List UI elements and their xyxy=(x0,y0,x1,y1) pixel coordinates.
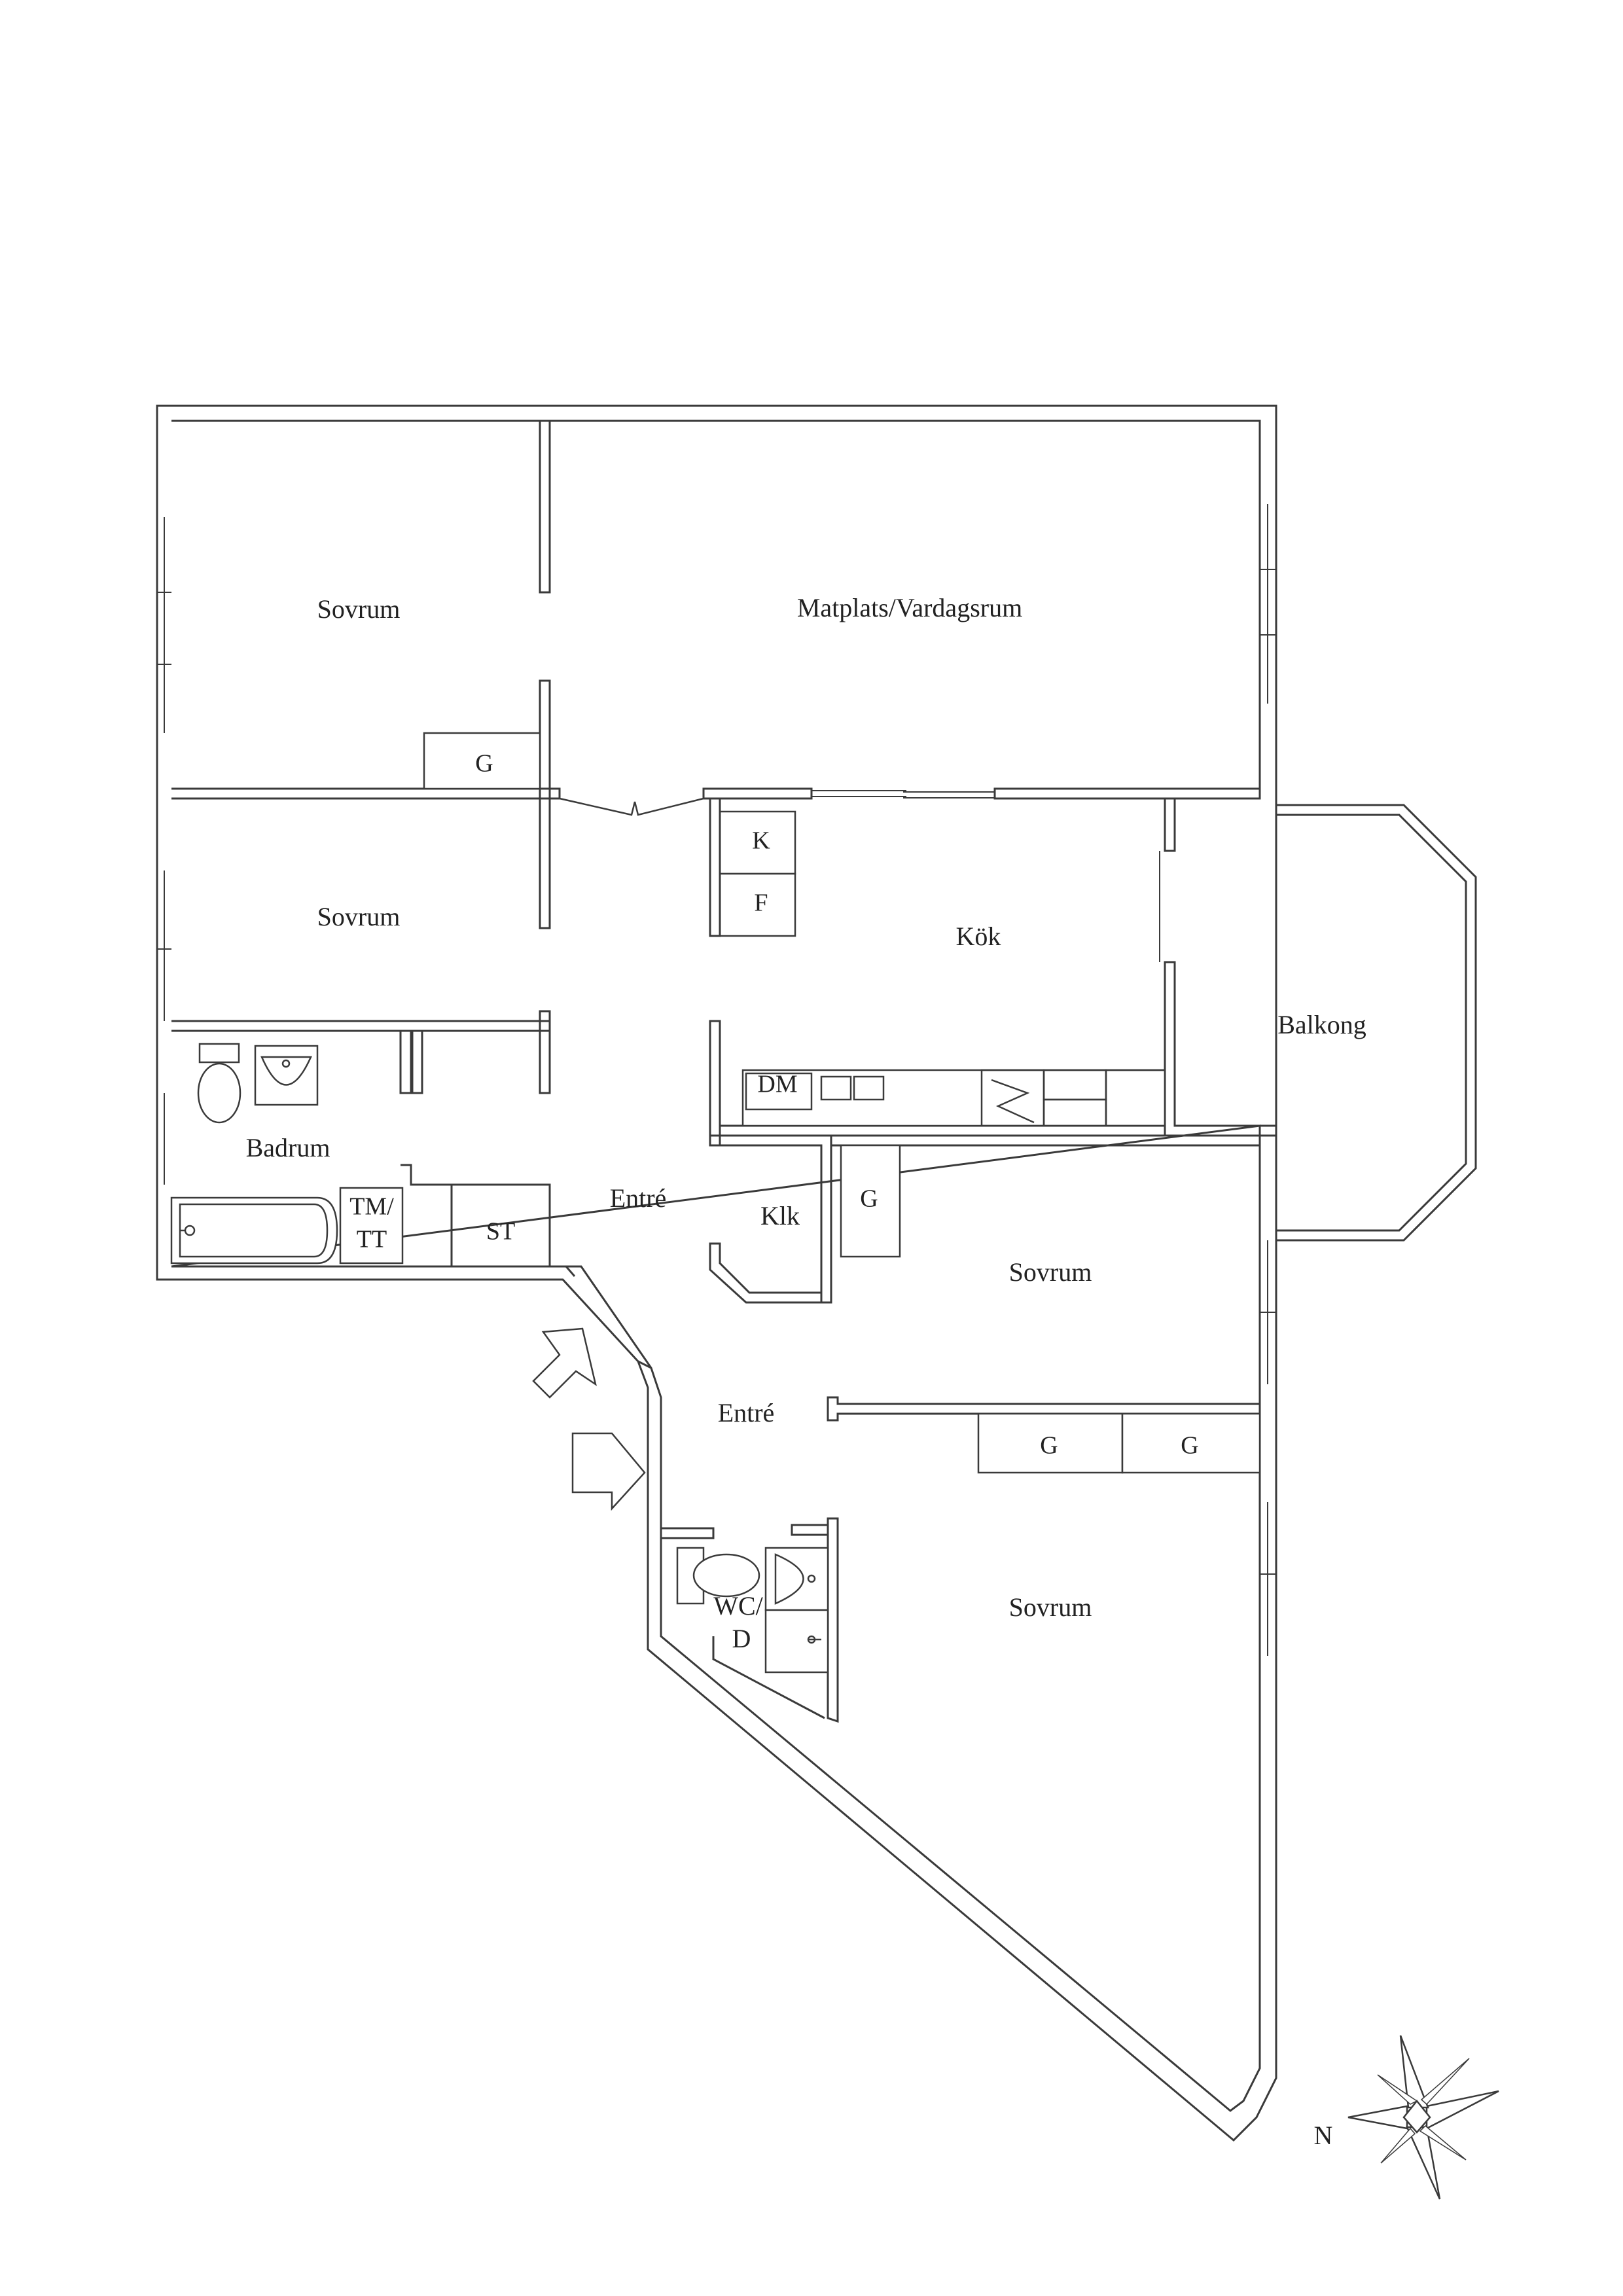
compass-north-label: N xyxy=(1314,2121,1333,2150)
entry-arrow-diagonal xyxy=(532,1327,597,1399)
compass-rose: N xyxy=(1314,2035,1499,2200)
fixture-label-tt: TT xyxy=(357,1226,387,1253)
fixtures xyxy=(170,732,1261,1674)
room-label-sovrum-4: Sovrum xyxy=(1009,1592,1092,1622)
room-labels: Sovrum Matplats/Vardagsrum Sovrum Kök Ba… xyxy=(246,593,1366,1653)
fixture-label-g-hall-2: G xyxy=(1181,1432,1198,1460)
fixture-label-tm: TM/ xyxy=(349,1193,394,1221)
wc-washer xyxy=(764,1609,829,1674)
room-label-entre-1: Entré xyxy=(610,1183,667,1213)
fixture-label-f: F xyxy=(754,889,768,917)
outer-walls xyxy=(156,404,1277,2142)
fixture-labels: G K F DM TM/ TT ST G G G xyxy=(349,750,1199,1460)
room-label-sovrum-2: Sovrum xyxy=(317,902,401,931)
room-label-wc-line2: D xyxy=(732,1624,751,1653)
room-label-sovrum-3: Sovrum xyxy=(1009,1257,1092,1287)
wardrobe-g-klk xyxy=(840,1144,901,1258)
kitchen-counter xyxy=(741,1069,1166,1127)
fixture-label-st: ST xyxy=(486,1218,515,1246)
fixture-label-g-klk: G xyxy=(860,1185,878,1213)
fixture-label-g-sovrum-1: G xyxy=(475,750,493,778)
room-label-klk: Klk xyxy=(760,1201,800,1230)
fixture-label-dm: DM xyxy=(757,1071,797,1098)
wardrobe-g-hall-2 xyxy=(1121,1412,1261,1474)
toilet-badrum xyxy=(198,1043,240,1064)
room-label-balkong: Balkong xyxy=(1277,1010,1366,1039)
fixture-label-g-hall-1: G xyxy=(1040,1432,1058,1460)
room-label-kok: Kök xyxy=(956,922,1001,951)
balcony xyxy=(1276,804,1477,1242)
fridge-k xyxy=(719,810,796,875)
fixture-label-k: K xyxy=(752,827,770,855)
room-label-matplats-vardagsrum: Matplats/Vardagsrum xyxy=(797,593,1022,622)
dishwasher-dm xyxy=(745,1072,813,1111)
freezer-f xyxy=(719,872,796,937)
sink-badrum xyxy=(254,1045,319,1106)
room-label-sovrum-1: Sovrum xyxy=(317,594,401,624)
windows xyxy=(157,504,1276,1656)
entry-arrows xyxy=(532,1327,646,1511)
room-label-badrum: Badrum xyxy=(246,1133,330,1162)
washer-dryer xyxy=(339,1187,404,1265)
wardrobe-g-hall-1 xyxy=(977,1412,1124,1474)
bathtub-fixture xyxy=(170,1196,338,1265)
room-label-entre-2: Entré xyxy=(718,1398,775,1427)
entry-arrow-right xyxy=(571,1432,646,1511)
wardrobe-g-1 xyxy=(423,732,541,790)
room-label-wc-line1: WC/ xyxy=(713,1591,763,1621)
